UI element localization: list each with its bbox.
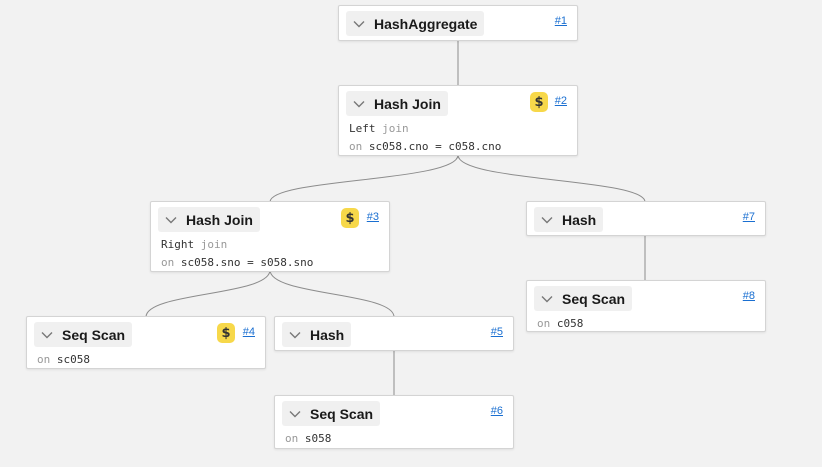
join-type-line: Left join <box>339 120 577 138</box>
node-title: Seq Scan <box>310 405 374 422</box>
relation-line: on s058 <box>275 430 513 448</box>
join-type: Right <box>161 238 195 251</box>
chevron-down-icon <box>353 20 365 27</box>
join-keyword: join <box>382 122 409 135</box>
chevron-down-icon <box>541 216 553 223</box>
edge-2-3 <box>269 154 459 203</box>
node-title-button[interactable]: HashAggregate <box>346 11 485 36</box>
node-title-button[interactable]: Seq Scan <box>282 401 381 426</box>
join-type: Left <box>349 122 376 135</box>
join-condition-line: on sc058.cno = c058.cno <box>339 138 577 156</box>
edge-2-7 <box>457 154 646 203</box>
node-title-button[interactable]: Hash Join <box>158 207 260 232</box>
join-type-line: Right join <box>151 236 389 254</box>
plan-node-seq-scan-sc058[interactable]: Seq Scan $ #4 on sc058 <box>26 316 266 369</box>
chevron-down-icon <box>41 331 53 338</box>
node-link[interactable]: #6 <box>490 405 503 417</box>
chevron-down-icon <box>289 331 301 338</box>
node-link[interactable]: #3 <box>366 211 379 223</box>
node-title: Hash <box>562 211 597 228</box>
node-title: Hash Join <box>374 95 441 112</box>
plan-node-hash-join-left[interactable]: Hash Join $ #2 Left join on sc058.cno = … <box>338 85 578 156</box>
on-keyword: on <box>37 353 51 366</box>
chevron-down-icon <box>353 100 365 107</box>
chevron-down-icon <box>289 410 301 417</box>
node-title-button[interactable]: Seq Scan <box>534 286 633 311</box>
node-link[interactable]: #4 <box>242 326 255 338</box>
on-keyword: on <box>285 432 299 445</box>
plan-node-hash-7[interactable]: Hash #7 <box>526 201 766 236</box>
node-link[interactable]: #2 <box>554 95 567 107</box>
edge-3-5 <box>269 269 395 318</box>
node-title: Seq Scan <box>562 290 626 307</box>
relation-name: s058 <box>304 432 332 445</box>
plan-node-hashaggregate[interactable]: HashAggregate #1 <box>338 5 578 41</box>
plan-node-hash-5[interactable]: Hash #5 <box>274 316 514 351</box>
node-link[interactable]: #7 <box>742 211 755 223</box>
join-condition-line: on sc058.sno = s058.sno <box>151 254 389 272</box>
node-link[interactable]: #1 <box>554 15 567 27</box>
node-title: Hash <box>310 326 345 343</box>
plan-node-seq-scan-s058[interactable]: Seq Scan #6 on s058 <box>274 395 514 449</box>
chevron-down-icon <box>541 295 553 302</box>
node-title-button[interactable]: Hash <box>534 207 604 232</box>
join-condition: sc058.sno = s058.sno <box>180 256 314 269</box>
relation-line: on c058 <box>527 315 765 333</box>
dollar-icon: $ <box>217 323 235 343</box>
node-title-button[interactable]: Hash <box>282 322 352 347</box>
relation-name: sc058 <box>56 353 90 366</box>
node-link[interactable]: #8 <box>742 290 755 302</box>
dollar-icon: $ <box>530 92 548 112</box>
node-title-button[interactable]: Hash Join <box>346 91 448 116</box>
relation-name: c058 <box>556 317 584 330</box>
on-keyword: on <box>537 317 551 330</box>
node-title-button[interactable]: Seq Scan <box>34 322 133 347</box>
relation-line: on sc058 <box>27 351 265 369</box>
join-keyword: join <box>200 238 228 251</box>
node-title: Hash Join <box>186 211 253 228</box>
plan-node-seq-scan-c058[interactable]: Seq Scan #8 on c058 <box>526 280 766 332</box>
on-keyword: on <box>349 140 363 153</box>
on-keyword: on <box>161 256 175 269</box>
edge-3-4 <box>145 269 271 318</box>
dollar-icon: $ <box>341 208 359 228</box>
node-title: HashAggregate <box>374 15 478 32</box>
join-condition: sc058.cno = c058.cno <box>368 140 502 153</box>
node-title: Seq Scan <box>62 326 126 343</box>
node-link[interactable]: #5 <box>490 326 503 338</box>
plan-node-hash-join-right[interactable]: Hash Join $ #3 Right join on sc058.sno =… <box>150 201 390 272</box>
chevron-down-icon <box>165 216 177 223</box>
